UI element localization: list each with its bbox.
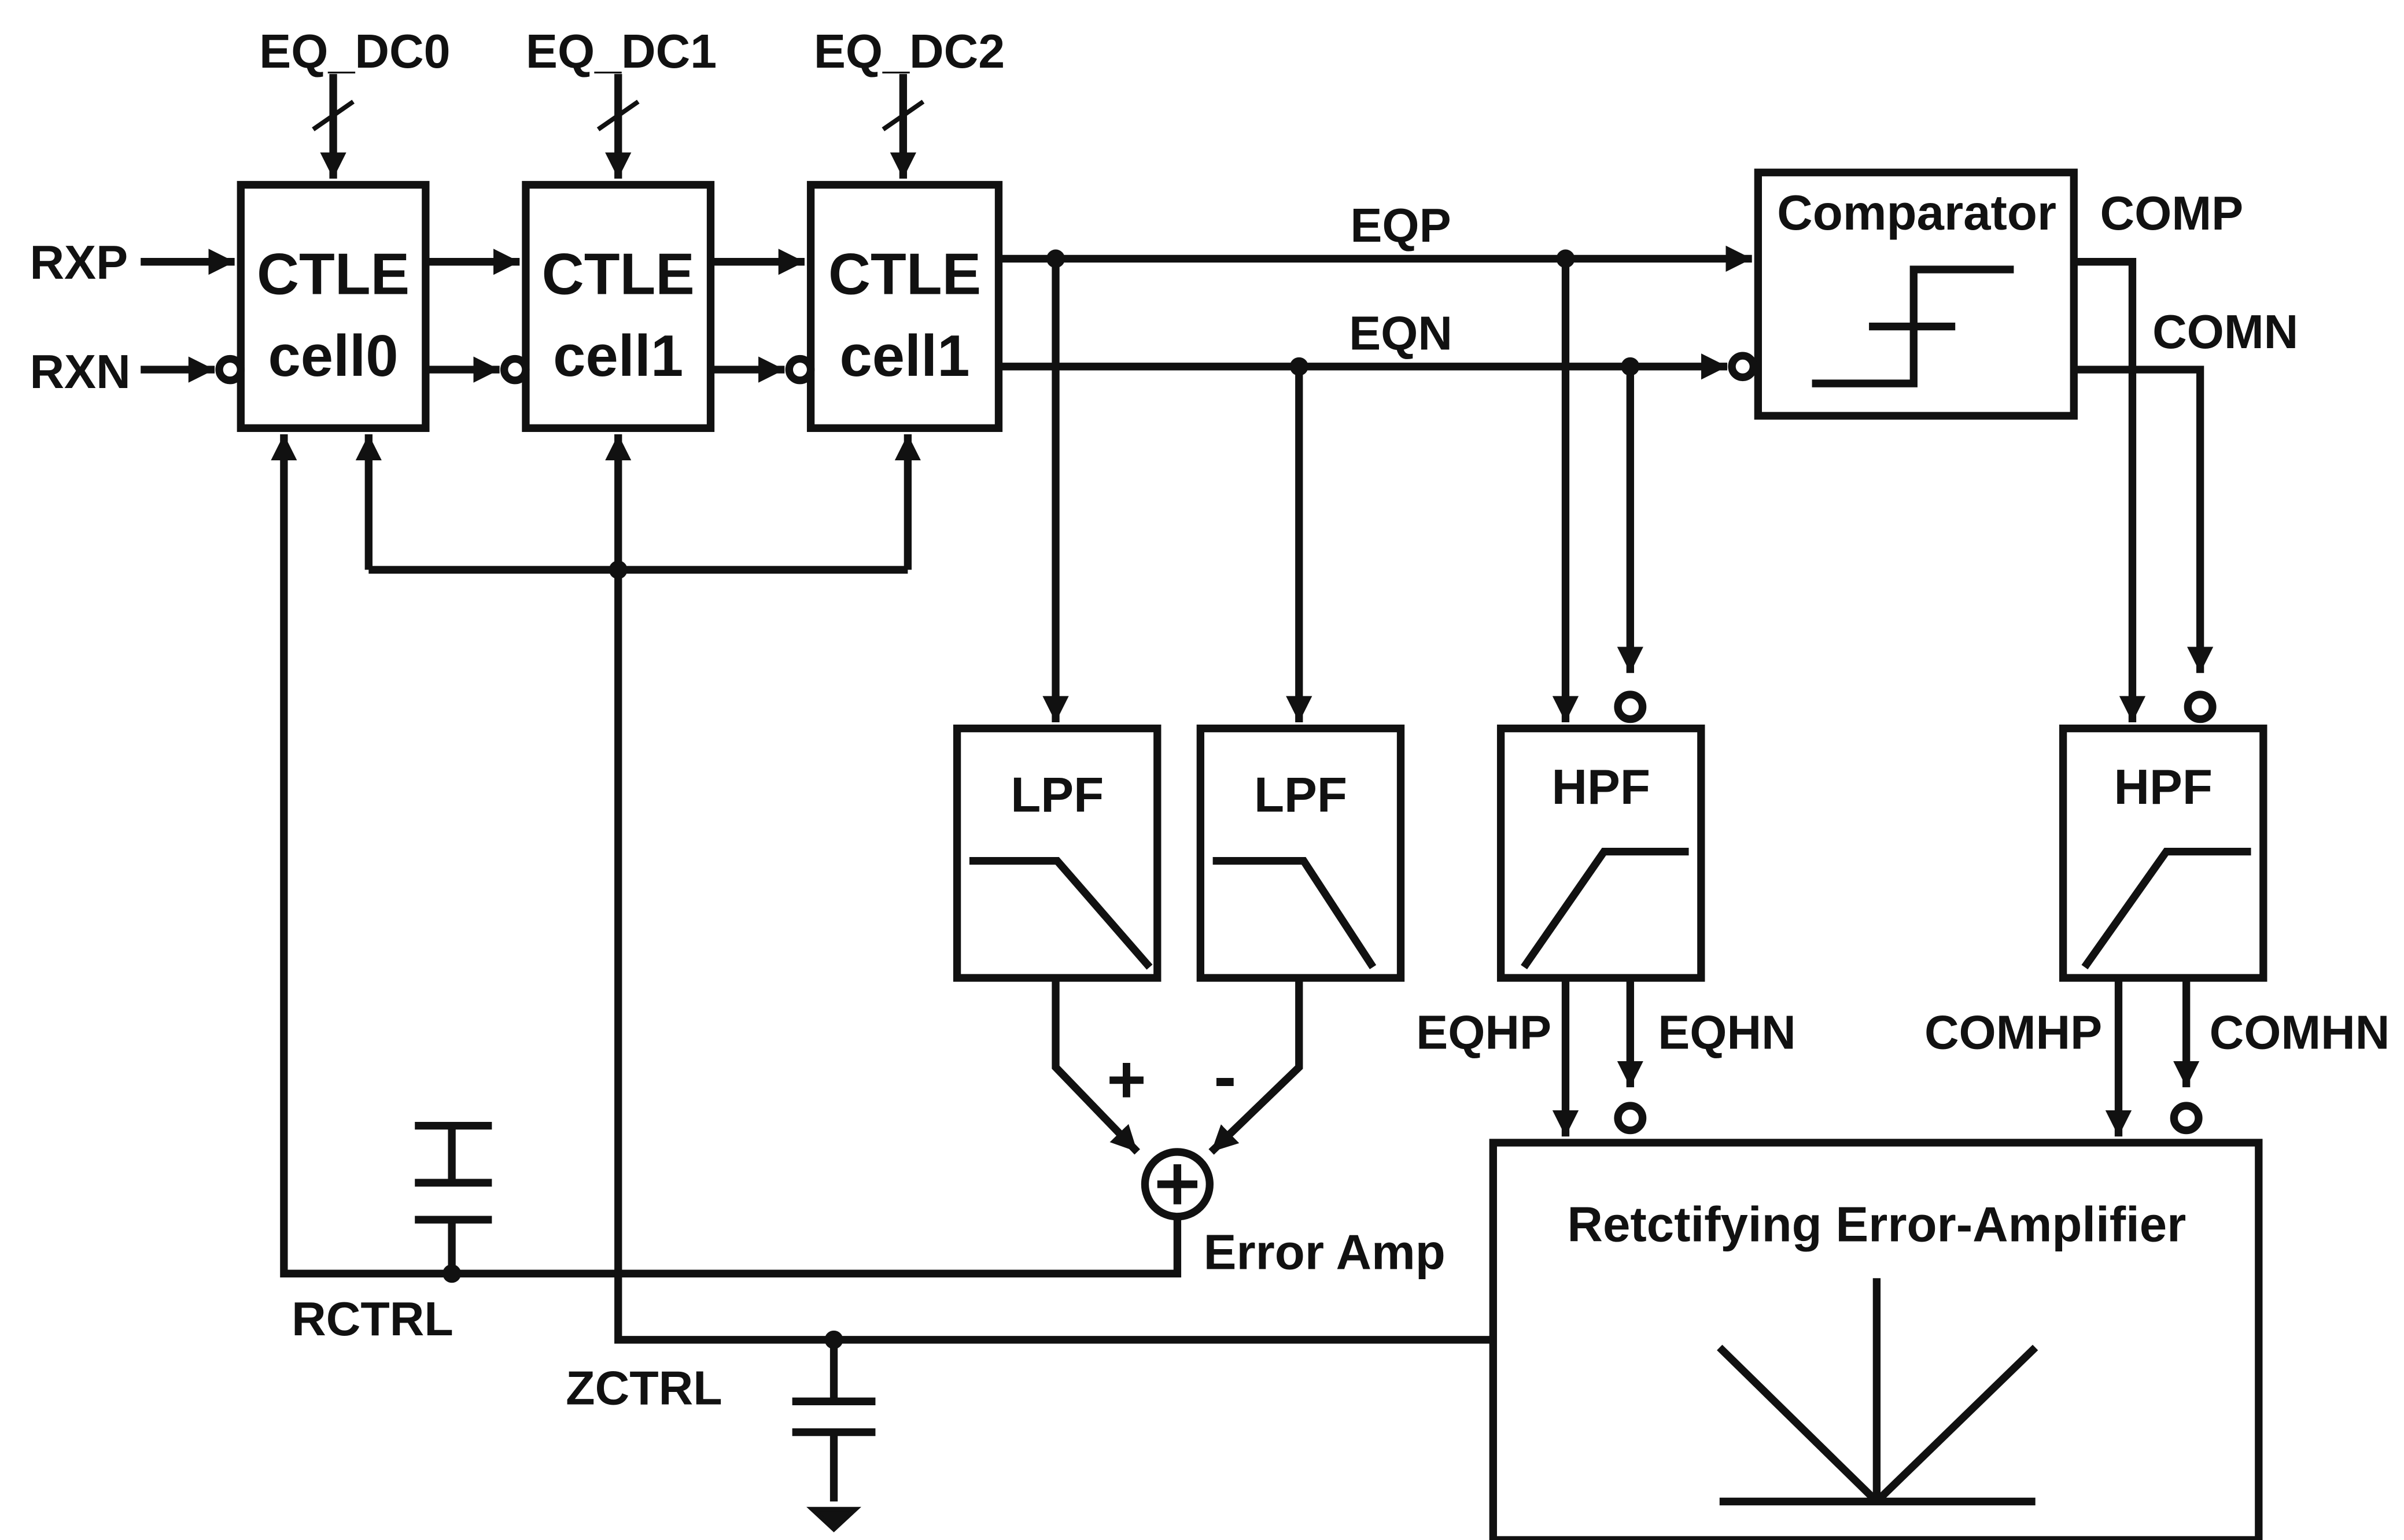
comn-wire: [2074, 365, 2214, 673]
eq-dc1-label: EQ_DC1: [526, 25, 717, 78]
junction-dot: [824, 1330, 843, 1349]
eq-dc0-label: EQ_DC0: [259, 25, 450, 78]
ground-icon: [806, 1506, 861, 1532]
inversion-bubble: [1614, 1102, 1647, 1135]
ctle1-label: CTLE: [542, 242, 695, 307]
junction-dot: [1621, 357, 1640, 376]
highpass-response-icon: [2081, 847, 2251, 970]
rctrl-label: RCTRL: [292, 1292, 453, 1346]
zctrl-wire: [605, 434, 1494, 1344]
inversion-bubble: [2184, 690, 2217, 723]
comp-label: COMP: [2100, 187, 2244, 240]
ctle2-label: CTLE: [828, 242, 981, 307]
bus-slash: [882, 99, 925, 131]
eqhp-label: EQHP: [1416, 1006, 1551, 1059]
comparator-box: [1754, 168, 2078, 420]
eqhn-label: EQHN: [1658, 1006, 1796, 1059]
ctle2-sublabel: cell1: [840, 323, 970, 389]
inversion-bubble: [500, 354, 530, 385]
hpf1-label: HPF: [1552, 760, 1650, 815]
junction-dot: [609, 560, 628, 579]
inversion-bubble: [785, 354, 815, 385]
ctle-cell0-box: [237, 180, 430, 432]
rctrl-wire: [271, 434, 1182, 1277]
junction-dot: [1556, 249, 1575, 268]
lpf1-to-error-amp: [1052, 978, 1140, 1155]
zctrl-label: ZCTRL: [566, 1362, 722, 1415]
eqn-label: EQN: [1349, 307, 1452, 360]
ctle-cell1-box: [522, 180, 715, 432]
hpf2-box: [2059, 724, 2267, 982]
ctle0-sublabel: cell0: [268, 323, 399, 389]
bus-slash: [312, 99, 355, 131]
junction-dot: [1289, 357, 1308, 376]
rxp-label: RXP: [30, 236, 128, 289]
eqp-label: EQP: [1350, 199, 1451, 252]
inversion-bubble: [1614, 690, 1647, 723]
rectifier-response-icon: [1717, 1278, 2038, 1506]
inversion-bubble: [1728, 352, 1758, 382]
junction-dot: [443, 1264, 462, 1283]
plus-sign: +: [1107, 1042, 1146, 1117]
ctle-cell2-box: [806, 180, 1003, 432]
lowpass-response-icon: [969, 856, 1153, 970]
ctle0-label: CTLE: [257, 242, 410, 307]
lowpass-response-icon: [1212, 856, 1377, 970]
rectifier-label: Retctifying Error-Amplifier: [1567, 1197, 2186, 1252]
comp-wire: [2074, 258, 2146, 722]
inversion-bubble: [215, 354, 245, 385]
comparator-hysteresis-icon: [1812, 265, 2014, 387]
ctle1-sublabel: cell1: [553, 323, 683, 389]
comhn-label: COMHN: [2210, 1006, 2390, 1059]
inversion-bubble: [2170, 1102, 2203, 1135]
hpf2-label: HPF: [2114, 760, 2213, 815]
comn-label: COMN: [2152, 305, 2298, 359]
minus-sign: -: [1214, 1038, 1236, 1114]
lpf2-box: [1196, 724, 1405, 982]
comparator-label: Comparator: [1777, 186, 2056, 241]
error-amp-label: Error Amp: [1204, 1225, 1446, 1280]
rxn-label: RXN: [30, 345, 130, 398]
bus-slash: [596, 99, 640, 131]
lpf1-label: LPF: [1011, 767, 1104, 822]
junction-dot: [1046, 249, 1065, 268]
lpf2-label: LPF: [1254, 767, 1347, 822]
highpass-response-icon: [1521, 847, 1689, 970]
comhp-label: COMHP: [1924, 1006, 2102, 1059]
lpf2-to-error-amp: [1208, 978, 1303, 1155]
eq-dc2-label: EQ_DC2: [814, 25, 1005, 78]
hpf1-box: [1496, 724, 1705, 982]
